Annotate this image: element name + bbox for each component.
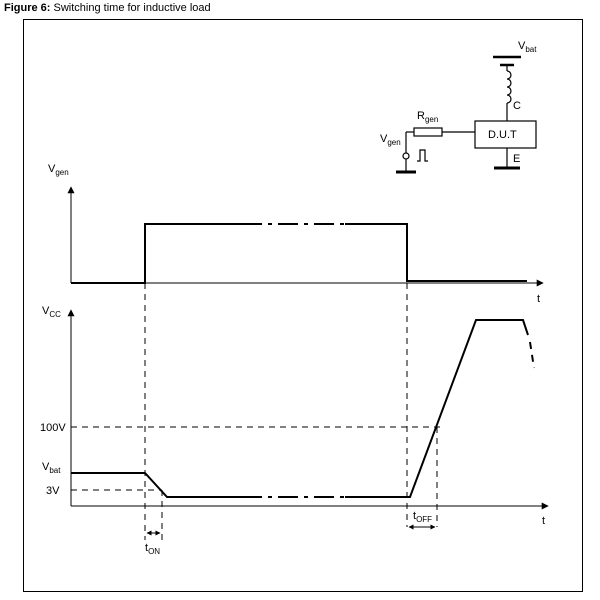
top-plot-labels: Vgen t [48, 163, 540, 305]
dut-label: D.U.T [488, 129, 517, 141]
vcc-trace-on [71, 472, 242, 498]
circuit-inset [396, 55, 537, 174]
top-x-label: t [537, 293, 540, 305]
circuit-labels: Vbat C E Rgen Vgen D.U.T [380, 40, 537, 165]
vcc-trace-continuation [529, 341, 535, 369]
level-100v-label: 100V [40, 422, 66, 434]
top-plot [67, 186, 544, 287]
level-vbat-label: Vbat [42, 461, 61, 475]
rgen-label: Rgen [417, 110, 438, 124]
bottom-x-label: t [542, 515, 545, 527]
ton-label: tON [145, 542, 160, 556]
figure-title: Switching time for inductive load [53, 2, 211, 14]
dut-box [474, 120, 537, 149]
e-label: E [513, 153, 520, 165]
bottom-y-label: VCC [42, 305, 61, 319]
c-label: C [513, 100, 521, 112]
vcc-trace-off [345, 319, 529, 498]
vgen-pulse-fall [345, 223, 527, 282]
pulse-source-icon [402, 152, 410, 160]
vgen-source-label: Vgen [380, 133, 401, 147]
guide-lines [71, 283, 440, 540]
pulse-waveform-icon [417, 149, 428, 162]
figure-frame [23, 19, 583, 592]
vbat-label: Vbat [518, 40, 537, 54]
timing-arrows [146, 524, 436, 536]
bottom-plot-labels: VCC t 100V Vbat 3V tON tOFF [40, 305, 545, 556]
toff-label: tOFF [413, 510, 432, 524]
inductor-icon [506, 70, 512, 104]
figure-number: Figure 6: [4, 2, 51, 14]
top-y-label: Vgen [48, 163, 69, 177]
resistor-rgen [413, 127, 443, 137]
vgen-pulse-rise [71, 223, 242, 284]
level-3v-label: 3V [46, 485, 60, 497]
bottom-plot [67, 309, 549, 510]
figure-caption: Figure 6: Switching time for inductive l… [4, 2, 211, 14]
